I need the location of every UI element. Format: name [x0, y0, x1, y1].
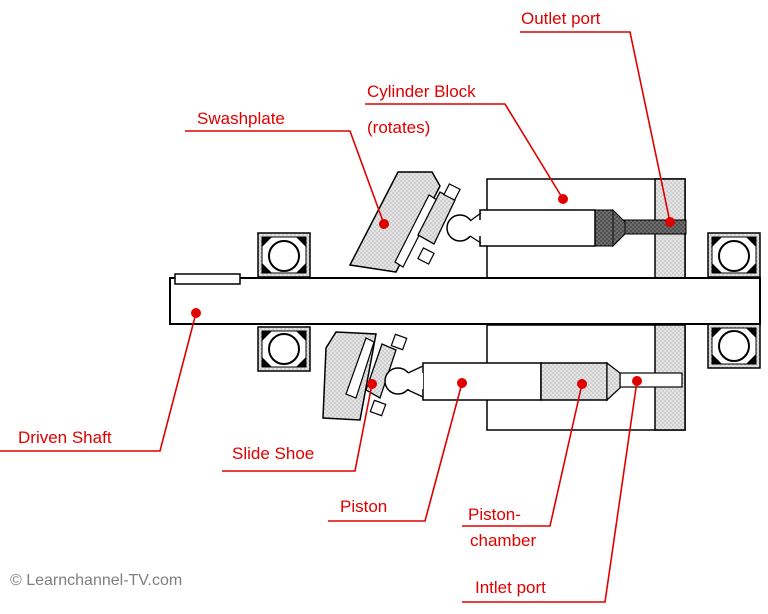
- piston-chamber-sublabel: chamber: [470, 531, 537, 550]
- upper-piston: [479, 209, 596, 247]
- piston-label: Piston: [340, 497, 388, 516]
- swashplate-label: Swashplate: [197, 109, 285, 128]
- upper-piston-chamber: [594, 209, 614, 247]
- cylinder-block-label: Cylinder Block: [367, 82, 476, 101]
- outlet-port-label: Outlet port: [521, 9, 601, 28]
- bearing-left-bottom: [257, 326, 311, 372]
- lower-piston: [422, 362, 542, 401]
- copyright-notice: © Learnchannel-TV.com: [10, 572, 183, 589]
- bearing-right-top: [707, 232, 761, 278]
- inlet-port-channel: [619, 372, 683, 388]
- leader-lines: [0, 31, 671, 603]
- swashplate: [322, 171, 441, 421]
- outlet-port-channel: [619, 219, 687, 235]
- bearing-right-bottom: [707, 323, 761, 369]
- driven-shaft-label: Driven Shaft: [18, 428, 112, 447]
- cylinder-block-sublabel: (rotates): [367, 118, 431, 137]
- lower-piston-chamber: [540, 362, 608, 401]
- driven-shaft: [169, 273, 761, 325]
- leader-dots: [191, 194, 675, 389]
- upper-slide-shoe: [417, 183, 482, 265]
- shaft-key: [174, 273, 241, 285]
- inlet-port-label: Intlet port: [475, 578, 546, 597]
- slide-shoe-label: Slide Shoe: [232, 444, 315, 463]
- piston-chamber-label: Piston-: [468, 505, 521, 524]
- lower-slide-shoe: [365, 333, 424, 417]
- bearing-left-top: [257, 232, 311, 278]
